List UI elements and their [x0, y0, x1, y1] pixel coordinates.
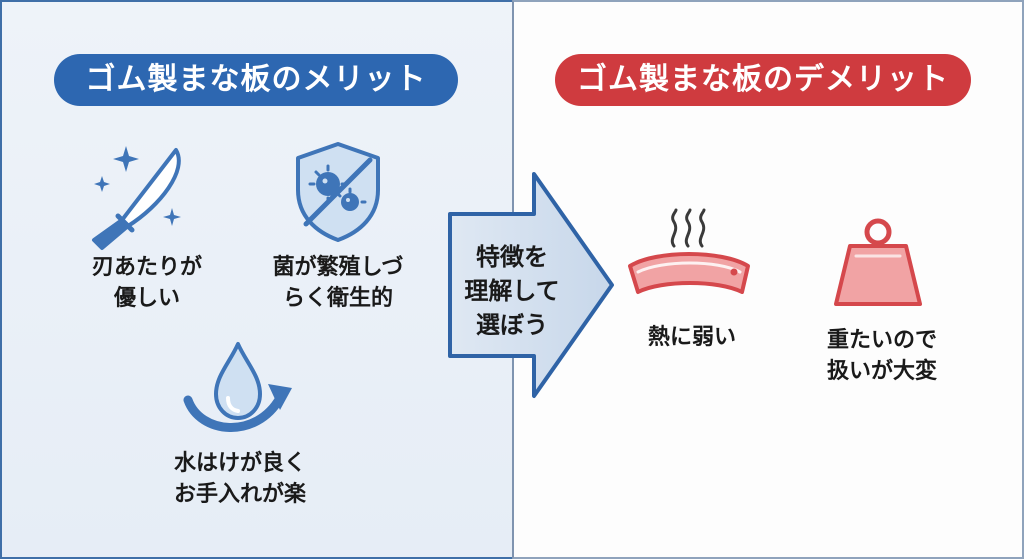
demerit-label-heavy: 重たいので 扱いが大変 [826, 328, 937, 384]
antibacterial-shield-icon [296, 142, 380, 242]
knife-sparkle-icon [92, 146, 181, 250]
weight-icon [834, 218, 922, 306]
merit-label-hygienic: 菌が繁殖しづ らく衛生的 [272, 255, 404, 311]
merit-label-gentle-on-blade: 刃あたりが 優しい [91, 255, 202, 311]
merit-label-drains-well: 水はけが良く お手入れが楽 [173, 451, 306, 507]
water-drop-icon [183, 342, 292, 432]
flow-arrow [448, 172, 614, 398]
center-message: 特徴を 理解して 選ぼう [464, 243, 560, 339]
demerits-title: ゴム製まな板のデメリット [555, 54, 971, 106]
heated-board-icon [628, 208, 750, 294]
demerit-label-heat-weak: 熱に弱い [647, 325, 736, 350]
merits-title: ゴム製まな板のメリット [54, 54, 458, 106]
